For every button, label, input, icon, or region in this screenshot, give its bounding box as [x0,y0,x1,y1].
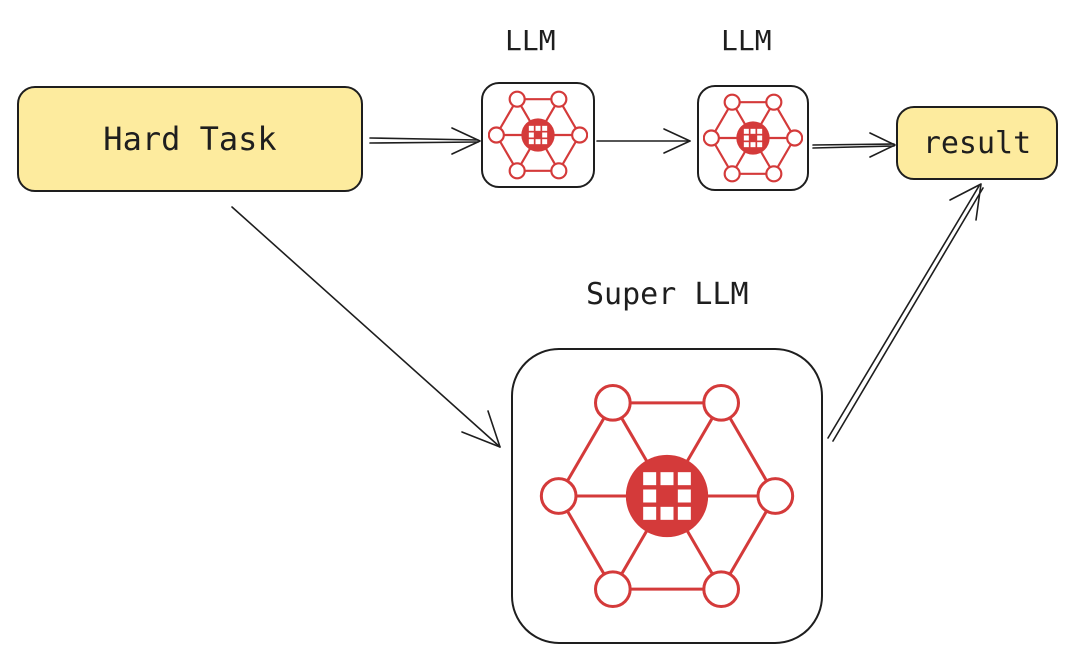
super-llm-box [511,348,823,644]
arrow-hardtask-to-superllm [231,206,501,448]
arrow-llm-to-llm [596,128,691,154]
arrow-hardtask-to-llm [369,127,481,155]
arrow-superllm-to-result [827,183,984,442]
hard-task-box: Hard Task [17,86,363,192]
llm-b-box [697,85,809,191]
network-chip-icon [703,93,803,183]
network-chip-icon [539,383,795,609]
network-chip-icon [488,90,588,180]
result-label: result [922,125,1032,161]
arrow-llm-to-result [812,132,896,158]
hard-task-label: Hard Task [103,120,277,158]
llm-a-box [481,82,595,188]
llm-b-label: LLM [721,24,772,57]
super-llm-label: Super LLM [586,277,749,312]
result-box: result [896,106,1058,180]
llm-a-label: LLM [505,24,556,57]
